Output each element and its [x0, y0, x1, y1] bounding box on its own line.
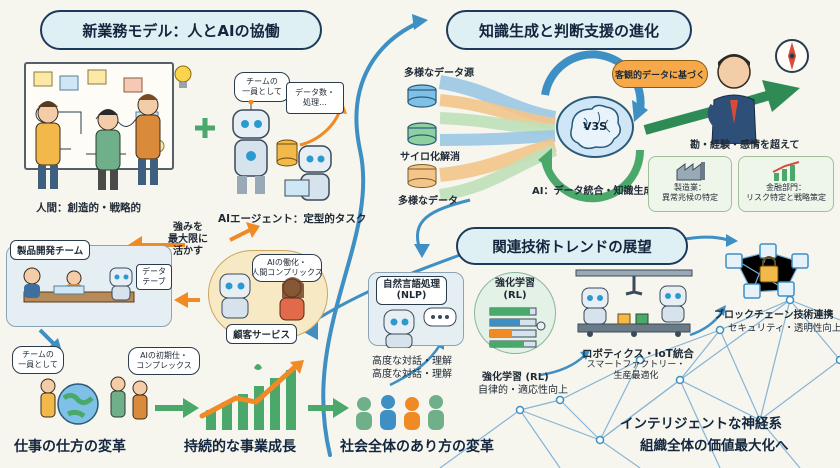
- society-label: 社会全体のあり方の変革: [340, 439, 494, 455]
- brain-icon: [570, 104, 621, 150]
- human-team-icon: [35, 94, 161, 190]
- blockchain-desc: セキュリティ・透明性向上: [728, 323, 840, 334]
- bubble-data-processing: データ数・ 処理…: [286, 82, 344, 114]
- globe-team-icon: [40, 376, 148, 425]
- finance-label: 金融部門： リスク特定と戦略策定: [746, 183, 826, 203]
- bubble-ai-init: AIの初期仕・ コンプレックス: [128, 347, 200, 375]
- network-label-2: 組織全体の価値最大化へ: [640, 438, 789, 454]
- blockchain-lock-icon: [725, 243, 809, 299]
- ai-integration-label: AI：データ統合・知識生成: [532, 186, 654, 197]
- customer-service-label: 顧客サービス: [226, 324, 298, 344]
- lightbulb-icon: [174, 65, 192, 88]
- manufacturing-card: 製造業： 異常兆候の特定: [648, 156, 732, 212]
- title-knowledge: 知識生成と判断支援の進化: [446, 10, 692, 50]
- rl-desc-2: 自律的・適応性向上: [478, 385, 568, 396]
- database-stack-icon: [407, 164, 437, 188]
- work-change-label: 仕事の仕方の変革: [14, 439, 126, 455]
- robotics-desc: スマートファクトリー・ 生産最適化: [586, 360, 686, 382]
- robotics-title: ロボティクス・IoT統合: [582, 348, 694, 360]
- nlp-desc-1: 高度な対話・理解: [372, 356, 452, 367]
- objective-bubble: 客観的データに基づく: [612, 60, 708, 88]
- growth-label: 持続的な事業成長: [184, 439, 296, 455]
- finance-card: 金融部門： リスク特定と戦略策定: [738, 156, 834, 212]
- product-team-label: 製品開発チーム: [10, 240, 91, 260]
- silo-label: サイロ化解消: [400, 152, 460, 163]
- ai-agent-label: AIエージェント：定型的タスク: [218, 213, 367, 225]
- nlp-robot-icon: [383, 307, 457, 348]
- diverse-data-label: 多様なデータ: [398, 196, 458, 207]
- bubble-team-member: チームの 一員として: [234, 72, 290, 102]
- rl-title: 強化学習 (RL): [495, 278, 535, 301]
- human-label: 人間：創造的・戦略的: [36, 202, 141, 214]
- chart-up-icon: [772, 161, 800, 181]
- database-icon: [407, 84, 437, 146]
- robotics-factory-icon: [575, 269, 693, 337]
- beyond-label: 勘・経験・感情を超えて: [690, 140, 800, 151]
- nlp-desc-2: 高度な対話・理解: [372, 369, 452, 380]
- nlp-title: 自然言語処理 (NLP): [376, 276, 448, 305]
- strength-label: 強みを 最大限に 活かす: [168, 222, 208, 257]
- progress-bars-icon: [489, 307, 546, 348]
- rl-desc-1: 強化学習 (RL): [482, 372, 549, 383]
- hub-label: V3S: [582, 120, 608, 133]
- product-team-icon: [23, 267, 135, 303]
- diverse-sources-label: 多様なデータ源: [404, 68, 474, 79]
- growth-chart-icon: [199, 360, 304, 430]
- ai-robot-icon: [232, 100, 332, 201]
- title-trends: 関連技術トレンドの展望: [456, 227, 688, 265]
- compass-icon: [775, 39, 809, 73]
- bubble-team-member-2: チームの 一員として: [12, 346, 64, 374]
- customer-service-icon: [219, 273, 305, 321]
- title-main: 新業務モデル：人とAIの協働: [40, 10, 322, 50]
- society-people-icon: [356, 395, 444, 430]
- blockchain-title: ブロックチェーン技術連携: [714, 310, 834, 321]
- network-label-1: インテリジェントな神経系: [620, 416, 782, 432]
- factory-icon: [676, 162, 705, 181]
- businessman-icon: [707, 54, 757, 144]
- manufacturing-label: 製造業： 異常兆候の特定: [662, 183, 718, 203]
- bubble-datatape: データ テーブ: [136, 264, 172, 290]
